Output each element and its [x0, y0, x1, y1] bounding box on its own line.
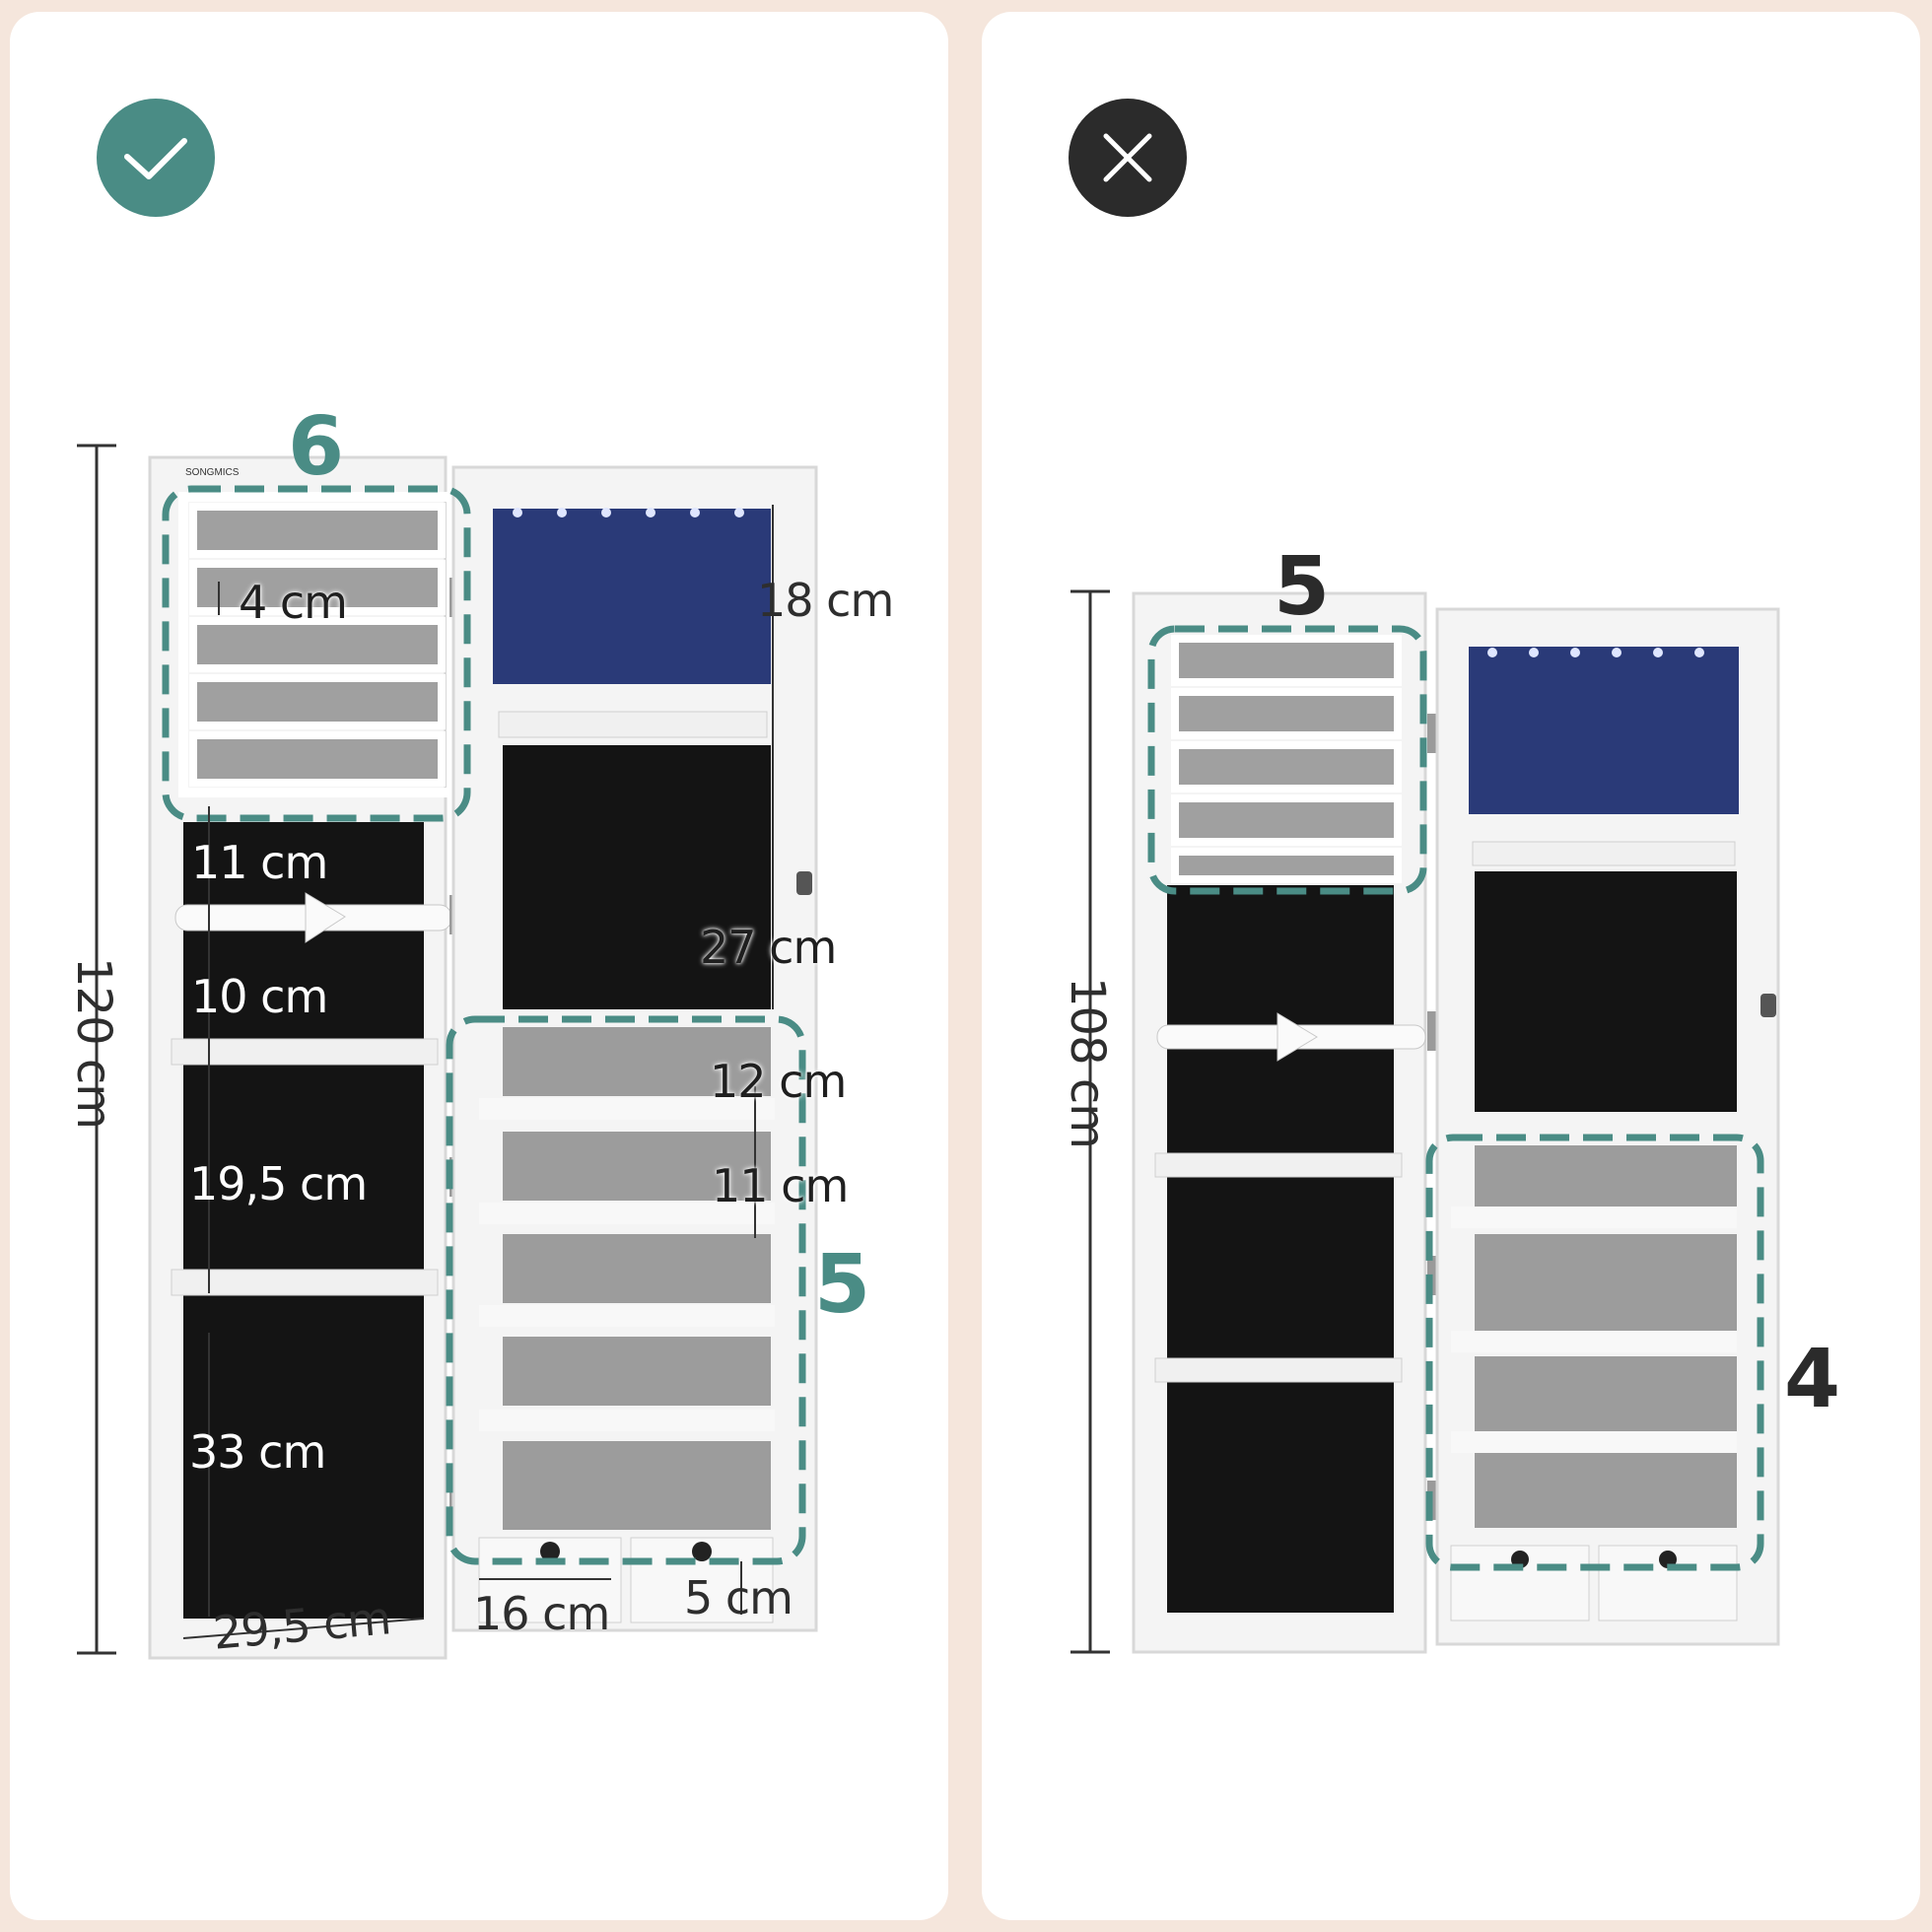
dim-10cm: 10 cm [191, 970, 328, 1023]
height-label: 120 cm [66, 956, 122, 1130]
dim-11cm-shelf: 11 cm [712, 1159, 849, 1212]
highlight-outlines [1147, 625, 1764, 1571]
dim-12cm: 12 cm [710, 1055, 847, 1108]
door-compartment-count: 5 [1274, 540, 1331, 634]
dim-16cm: 16 cm [473, 1587, 610, 1640]
comparison-card-good: SONGMICS [10, 12, 948, 1920]
height-dimension-line [77, 444, 116, 1655]
check-badge [97, 99, 215, 217]
comparison-card-bad: 5 4 108 cm [982, 12, 1920, 1920]
dim-5cm: 5 cm [684, 1571, 794, 1624]
cabinet-compartment-count: 5 [814, 1238, 871, 1332]
cabinet-illustration-120: SONGMICS [77, 444, 818, 1660]
dim-19-5cm: 19,5 cm [189, 1157, 368, 1210]
cabinet-body [451, 465, 818, 1632]
height-dimension-line [1070, 589, 1110, 1654]
cabinet-body [1435, 607, 1780, 1646]
open-door [1132, 591, 1439, 1654]
door-compartment-count: 6 [288, 400, 345, 494]
open-door: SONGMICS [148, 455, 461, 1660]
dim-33cm: 33 cm [189, 1425, 326, 1479]
dim-27cm: 27 cm [700, 921, 837, 974]
close-badge [1069, 99, 1187, 217]
check-icon [124, 138, 187, 179]
cabinet-compartment-count: 4 [1784, 1333, 1841, 1426]
highlight-outlines [162, 485, 806, 1565]
dim-4cm: 4 cm [239, 576, 348, 629]
height-label: 108 cm [1060, 976, 1116, 1149]
brand-logo: SONGMICS [185, 467, 240, 478]
close-icon [1103, 133, 1152, 182]
dim-11cm-door: 11 cm [191, 836, 328, 889]
dim-18cm: 18 cm [757, 574, 894, 627]
cabinet-illustration-108 [1070, 589, 1780, 1654]
